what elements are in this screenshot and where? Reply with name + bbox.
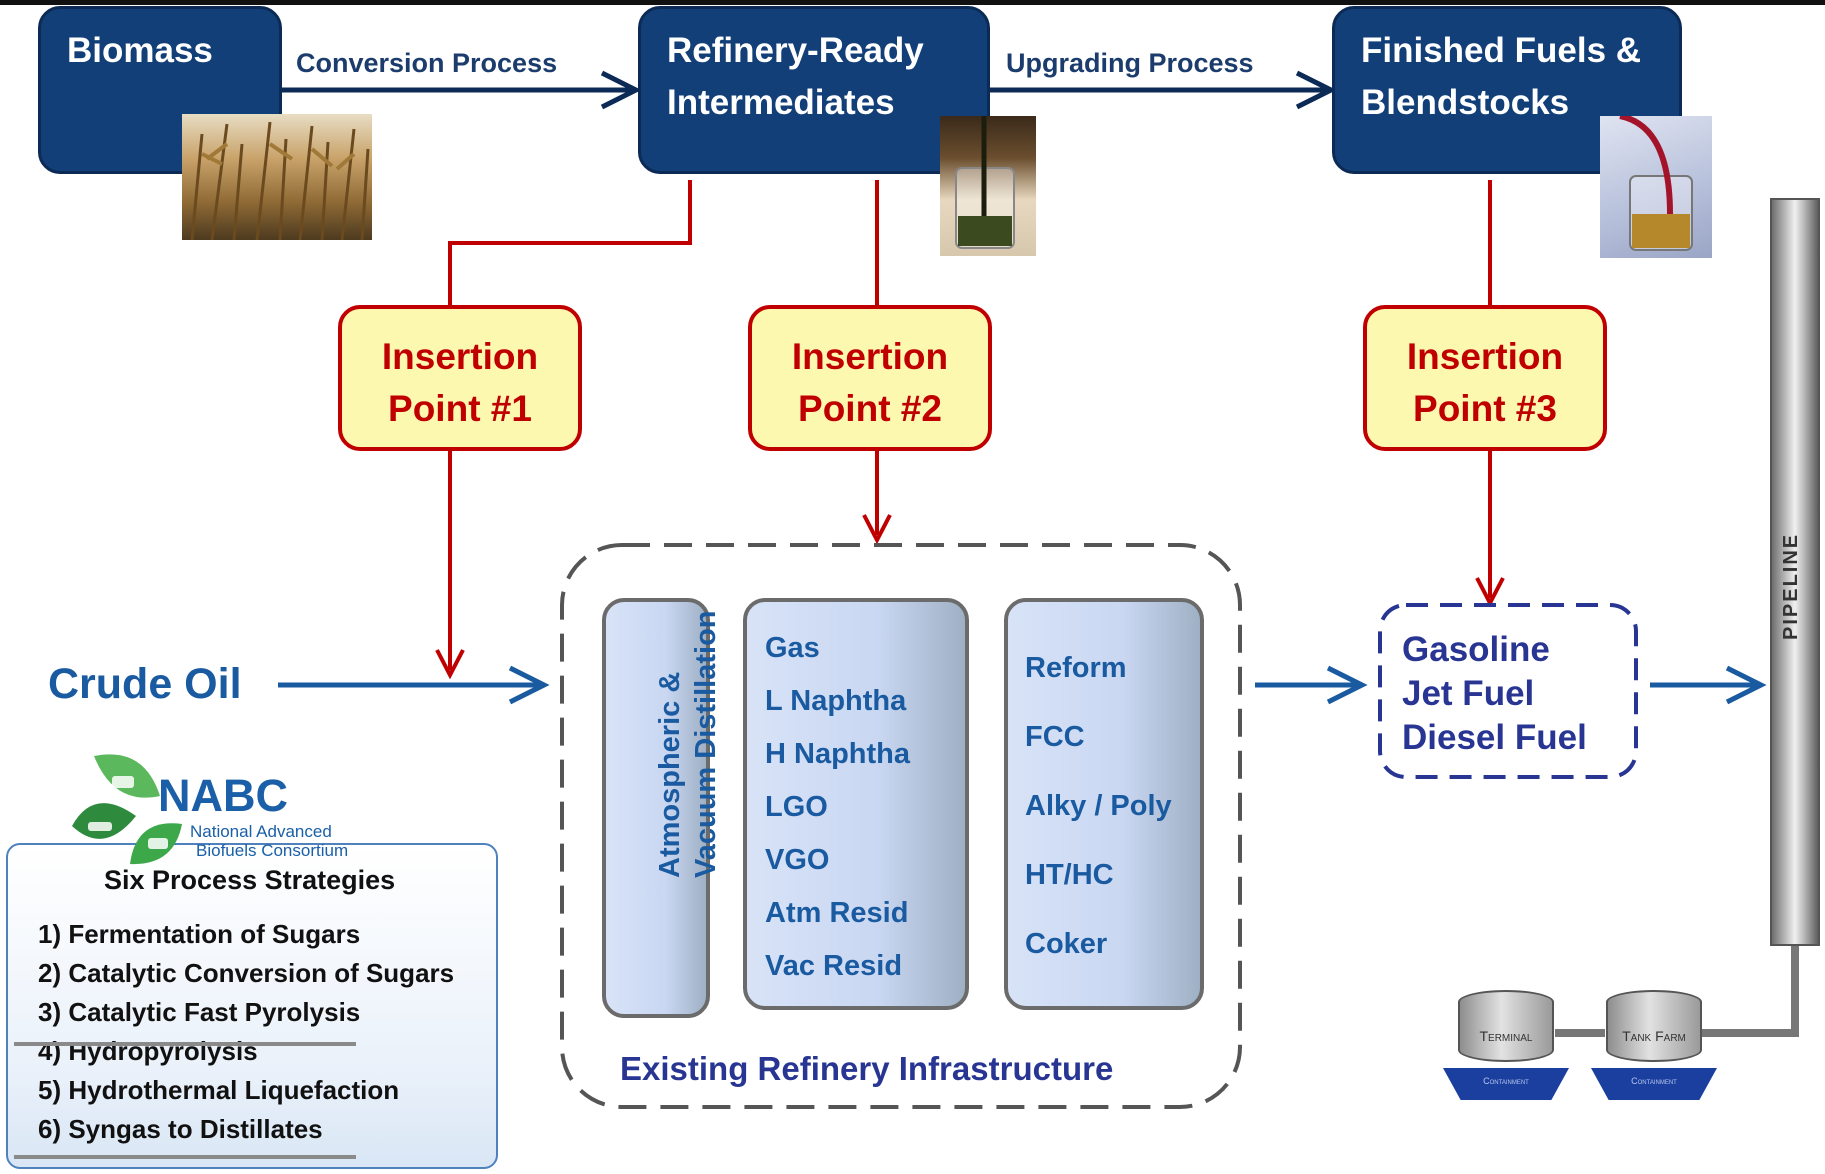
tank-farm-containment-label: Containment: [1631, 1076, 1677, 1086]
strategies-divider-bottom: [14, 1155, 356, 1159]
crude-oil-label: Crude Oil: [48, 660, 242, 708]
crude-oil-arrowhead: [508, 665, 550, 705]
fuel-diesel: Diesel Fuel: [1402, 718, 1587, 757]
intermediates-label-line1: Refinery-Ready: [667, 31, 924, 70]
insertion-point-3: Insertion Point #3: [1363, 305, 1607, 451]
unit-item: Reform: [1025, 652, 1127, 684]
nabc-leaf-logo: [72, 754, 182, 865]
refinery-caption: Existing Refinery Infrastructure: [620, 1050, 1114, 1087]
biomass-label: Biomass: [67, 31, 213, 70]
unit-item: Coker: [1025, 928, 1108, 960]
top-border: [0, 0, 1825, 5]
strategy-item: 1) Fermentation of Sugars: [38, 919, 361, 949]
strategy-item: 2) Catalytic Conversion of Sugars: [38, 958, 455, 988]
insertion-1-feed-line: [448, 180, 692, 305]
intermediates-label-line2: Intermediates: [667, 83, 895, 122]
cut-item: VGO: [765, 844, 830, 876]
insertion-2-line1: Insertion: [791, 336, 949, 377]
nabc-name-line1: National Advanced: [190, 822, 332, 841]
tank-to-pipeline-pipe: [1702, 946, 1799, 1037]
fuel-jet: Jet Fuel: [1402, 674, 1535, 713]
intermediates-box: Refinery-Ready Intermediates: [638, 6, 990, 174]
cuts-list: Gas L Naphtha H Naphtha LGO VGO Atm Resi…: [765, 630, 910, 1001]
distillation-label: Atmospheric & Vacuum Distillation: [652, 578, 724, 879]
cut-item: L Naphtha: [765, 685, 907, 717]
fuel-gasoline: Gasoline: [1402, 630, 1550, 669]
terminal-label: Terminal: [1479, 1028, 1533, 1044]
insertion-point-2: Insertion Point #2: [748, 305, 992, 451]
distillation-column: [602, 598, 710, 1018]
cut-item: Vac Resid: [765, 950, 903, 982]
cut-item: LGO: [765, 791, 828, 823]
terminal-tank: [1458, 990, 1554, 1062]
fuel-beaker-photo: [1600, 116, 1712, 258]
terminal-containment-label: Containment: [1483, 1076, 1529, 1086]
strategy-item: 4) Hydropyrolysis: [38, 1036, 258, 1066]
refinery-dashed-outline: [560, 543, 1242, 1109]
upgrading-arrowhead: [1295, 70, 1337, 110]
strategies-list: 1) Fermentation of Sugars 2) Catalytic C…: [38, 915, 454, 1149]
insertion-1-line1: Insertion: [381, 336, 539, 377]
cuts-panel: [743, 598, 969, 1010]
refinery-out-arrowhead: [1326, 665, 1368, 705]
units-panel: [1004, 598, 1204, 1010]
strategy-item: 6) Syngas to Distillates: [38, 1114, 323, 1144]
strategy-item: 5) Hydrothermal Liquefaction: [38, 1075, 400, 1105]
distillation-label-line2: Vacuum Distillation: [690, 610, 722, 879]
insertion-2-arrowhead: [862, 514, 892, 545]
tank-farm-tank: [1606, 990, 1702, 1062]
finished-label-line1: Finished Fuels &: [1361, 31, 1642, 70]
biomass-photo: [182, 114, 372, 240]
conversion-process-label: Conversion Process: [296, 48, 558, 78]
insertion-1-arrowhead: [435, 649, 465, 680]
finished-label-line2: Blendstocks: [1361, 83, 1570, 122]
nabc-name: National Advanced Biofuels Consortium: [190, 822, 348, 860]
insertion-1-line2: Point #1: [388, 388, 532, 429]
fuels-list: Gasoline Jet Fuel Diesel Fuel: [1402, 628, 1587, 760]
fuels-dashed-outline: [1378, 603, 1638, 779]
tank-farm-label: Tank Farm: [1622, 1028, 1686, 1044]
insertion-3-line1: Insertion: [1406, 336, 1564, 377]
unit-item: Alky / Poly: [1025, 790, 1172, 822]
nabc-logo-text: NABC: [158, 770, 288, 821]
cut-item: H Naphtha: [765, 738, 910, 770]
insertion-point-1: Insertion Point #1: [338, 305, 582, 451]
nabc-name-line2: Biofuels Consortium: [196, 841, 349, 860]
units-list: Reform FCC Alky / Poly HT/HC Coker: [1025, 650, 1172, 995]
insertion-3-line2: Point #3: [1413, 388, 1557, 429]
oil-beaker-photo: [940, 116, 1036, 256]
strategies-panel: [6, 843, 498, 1169]
conversion-arrowhead: [600, 70, 642, 110]
insertion-2-line2: Point #2: [798, 388, 942, 429]
tank-farm-containment: [1591, 1068, 1717, 1100]
strategies-divider-top: [14, 1042, 356, 1046]
terminal-containment: [1443, 1068, 1569, 1100]
strategies-title: Six Process Strategies: [104, 865, 396, 895]
cut-item: Gas: [765, 632, 820, 664]
pipeline-label: PIPELINE: [1780, 532, 1802, 640]
pipeline: [1770, 198, 1820, 946]
strategy-item: 3) Catalytic Fast Pyrolysis: [38, 997, 361, 1027]
unit-item: HT/HC: [1025, 859, 1114, 891]
unit-item: FCC: [1025, 721, 1085, 753]
cut-item: Atm Resid: [765, 897, 909, 929]
fuels-out-arrowhead: [1725, 665, 1767, 705]
distillation-label-line1: Atmospheric &: [654, 671, 686, 878]
upgrading-process-label: Upgrading Process: [1006, 48, 1254, 78]
